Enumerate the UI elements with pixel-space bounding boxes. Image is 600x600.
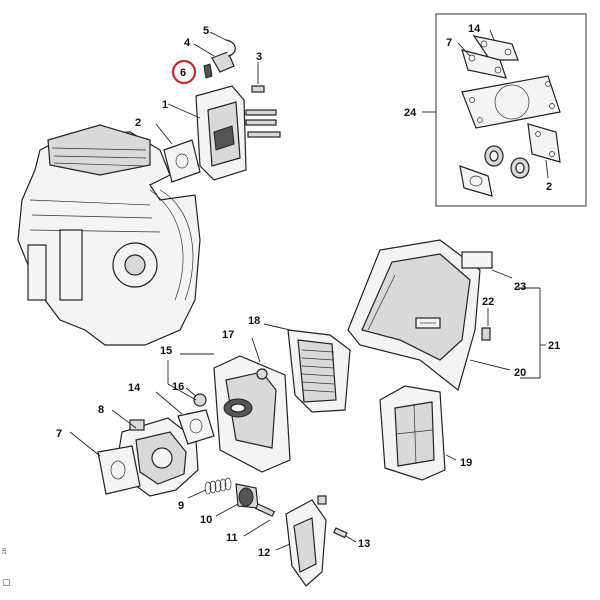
callout-21: 21 — [548, 340, 560, 352]
callout-3: 3 — [256, 51, 262, 63]
callout-5: 5 — [203, 25, 209, 37]
callout-12: 12 — [258, 547, 270, 559]
carburetor-group — [69, 391, 357, 587]
callout-20: 20 — [514, 367, 526, 379]
callout-22: 22 — [482, 296, 494, 308]
callout-8: 8 — [98, 404, 104, 416]
callout-10: 10 — [200, 514, 212, 526]
callout-2-kit: 2 — [546, 181, 552, 193]
callout-15: 15 — [160, 345, 172, 357]
callout-14: 14 — [128, 382, 141, 394]
callout-labels: 1 2 3 4 5 6 7 8 9 10 11 12 13 14 15 16 1… — [56, 23, 560, 559]
corner-mark: ▢ — [2, 578, 11, 588]
callout-7: 7 — [56, 428, 62, 440]
callout-4: 4 — [184, 37, 191, 49]
callout-6: 6 — [180, 67, 186, 79]
callout-16: 16 — [172, 381, 184, 393]
air-filter-cover-group — [347, 239, 546, 481]
callout-13: 13 — [358, 538, 370, 550]
callout-17: 17 — [222, 329, 234, 341]
callout-18: 18 — [248, 315, 260, 327]
callout-14-kit: 14 — [468, 23, 481, 35]
callout-11: 11 — [226, 532, 238, 544]
gasket-kit-box — [422, 13, 587, 207]
callout-9: 9 — [178, 500, 184, 512]
callout-2: 2 — [135, 117, 141, 129]
callout-24: 24 — [404, 107, 417, 119]
callout-1: 1 — [162, 99, 168, 111]
callout-7-kit: 7 — [446, 37, 452, 49]
intake-manifold-group — [155, 31, 281, 183]
callout-19: 19 — [460, 457, 472, 469]
side-note: 16 — [2, 548, 8, 555]
crankcase-engine — [17, 124, 201, 346]
callout-23: 23 — [514, 281, 526, 293]
highlight-circle — [171, 59, 197, 85]
filter-housing-group — [167, 323, 351, 473]
